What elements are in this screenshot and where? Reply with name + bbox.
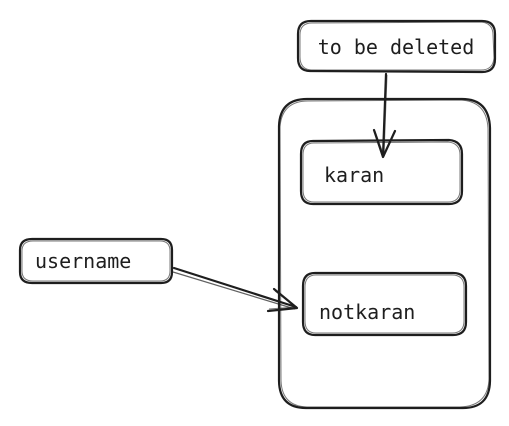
username-node[interactable]: username: [18, 237, 174, 285]
to-be-deleted-label: to be deleted: [318, 35, 475, 59]
karan-label: karan: [324, 163, 384, 187]
karan-node[interactable]: karan: [299, 138, 464, 206]
to-be-deleted-node[interactable]: to be deleted: [296, 19, 497, 74]
arrow-username-to-notkaran: [172, 266, 299, 313]
notkaran-label: notkaran: [319, 300, 415, 324]
container-box[interactable]: [277, 97, 492, 410]
arrow-to-be-deleted-to-karan: [372, 72, 397, 159]
notkaran-node[interactable]: notkaran: [301, 271, 468, 337]
username-label: username: [35, 249, 131, 273]
